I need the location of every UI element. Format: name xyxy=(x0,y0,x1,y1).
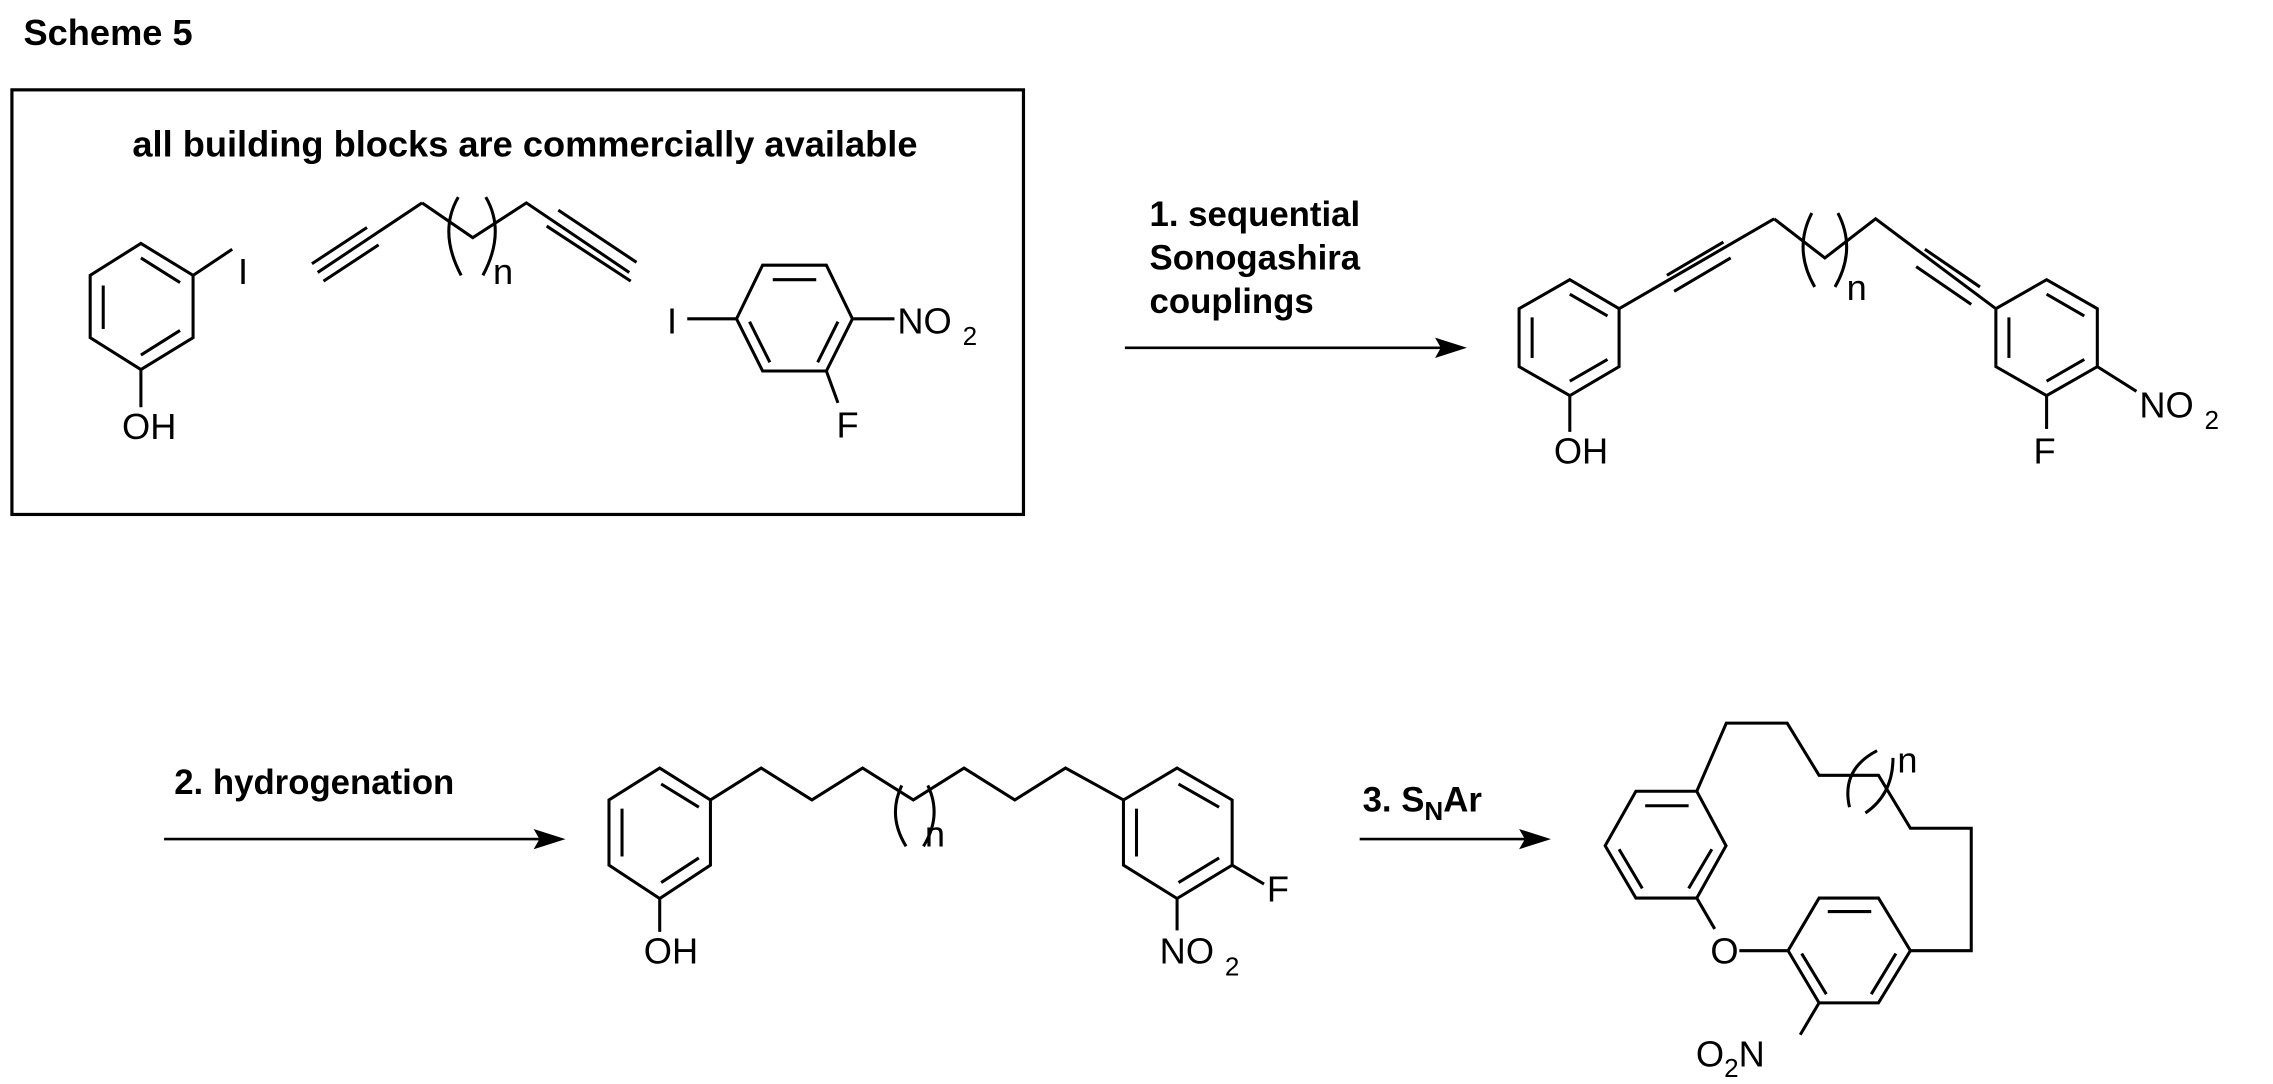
repeat-label: n xyxy=(1897,739,1917,780)
product-hydrogenated: OH n F NO 2 xyxy=(607,766,1289,981)
aromatic-double-bond xyxy=(1800,952,1828,995)
upper-benzene-ring xyxy=(1603,789,1728,900)
benzene-ring xyxy=(88,241,195,372)
arrow-head-icon xyxy=(533,828,566,850)
triple-bond-outer xyxy=(545,224,632,283)
aromatic-double-bond xyxy=(140,329,181,357)
nitro-label: NO xyxy=(2139,384,2193,425)
product-diyne-adduct: OH n NO 2 F xyxy=(1517,212,2220,472)
step-2-label: 2. hydrogenation xyxy=(174,764,454,802)
triple-bond-outer xyxy=(1673,256,1732,293)
nitro-o: O xyxy=(1696,1034,1724,1075)
aromatic-double-bond xyxy=(140,256,181,284)
iodine-label: I xyxy=(238,251,248,292)
c-f-bond xyxy=(1231,863,1265,886)
macrocycle-chain xyxy=(1695,721,1973,953)
fluorine-label: F xyxy=(1267,868,1289,909)
nitro-subscript: 2 xyxy=(1225,951,1240,981)
aromatic-double-bond xyxy=(1617,848,1644,890)
step-3-subscript: N xyxy=(1424,796,1443,826)
nitroarene-ring xyxy=(1994,277,2099,398)
arrow-head-icon xyxy=(1435,337,1467,358)
compound-diyne: n xyxy=(311,196,638,292)
triple-bond-center xyxy=(1618,217,1775,310)
aromatic-double-bond xyxy=(660,856,700,884)
alkyl-chain xyxy=(709,766,1125,802)
fluoronitroarene-ring xyxy=(1121,766,1234,901)
product-macrocycle: n O O2N xyxy=(1603,721,1973,1083)
repeat-bracket-left xyxy=(447,196,463,277)
box-caption: all building blocks are commercially ava… xyxy=(132,124,917,165)
repeat-bracket-right xyxy=(1864,757,1895,815)
nitro-n: N xyxy=(1739,1034,1765,1075)
repeat-label: n xyxy=(925,813,945,854)
alkyl-chain xyxy=(421,201,631,274)
repeat-label: n xyxy=(1847,267,1867,308)
triple-bond-center xyxy=(316,201,423,274)
aromatic-double-bond xyxy=(1569,358,1609,383)
fluorine-label: F xyxy=(2034,431,2056,472)
aromatic-double-bond xyxy=(1177,782,1220,809)
phenol-ring xyxy=(1517,277,1621,398)
aromatic-double-bond xyxy=(1687,848,1714,890)
alkyl-chain xyxy=(1773,216,1997,310)
lower-benzene-ring xyxy=(1786,896,1913,1005)
aromatic-double-bond xyxy=(660,782,700,809)
repeat-label: n xyxy=(493,251,513,292)
step-3: 3. SNAr xyxy=(1359,782,1551,850)
repeat-bracket-right xyxy=(922,784,936,848)
step-1-line-1: 1. sequential xyxy=(1150,196,1361,234)
step-3-suffix: Ar xyxy=(1443,782,1482,820)
step-1: 1. sequential Sonogashira couplings xyxy=(1124,196,1467,358)
repeat-bracket-left xyxy=(1846,749,1878,808)
triple-bond-outer xyxy=(1924,248,1981,289)
step-3-label: 3. SNAr xyxy=(1363,782,1482,827)
step-2: 2. hydrogenation xyxy=(164,764,566,850)
aromatic-double-bond xyxy=(1177,856,1220,884)
iodine-label: I xyxy=(667,300,677,341)
c-o-bond xyxy=(1695,897,1717,930)
aromatic-double-bond xyxy=(816,321,840,363)
hydroxyl-label: OH xyxy=(122,406,176,447)
triple-bond-outer xyxy=(311,226,368,266)
aromatic-double-bond xyxy=(2045,358,2086,383)
aromatic-double-bond xyxy=(1869,952,1898,995)
aromatic-double-bond xyxy=(748,321,772,363)
repeat-bracket-left xyxy=(1801,212,1817,288)
c-i-bond xyxy=(192,247,234,277)
triple-bond-outer xyxy=(1915,265,1973,306)
nitro-o-label: O2N xyxy=(1696,1034,1765,1083)
c-f-bond xyxy=(824,370,840,404)
triple-bond-outer xyxy=(322,243,380,283)
hydroxyl-label: OH xyxy=(1554,431,1608,472)
nitro-subscript: 2 xyxy=(963,321,978,351)
nitro-label: NO xyxy=(1160,931,1214,972)
compound-iodofluoronitrobenzene: I NO 2 F xyxy=(667,263,978,446)
fluorine-label: F xyxy=(837,405,859,446)
nitro-subscript: 2 xyxy=(1724,1053,1739,1083)
repeat-bracket-right xyxy=(1833,212,1849,288)
c-n-bond xyxy=(2096,365,2138,393)
aromatic-double-bond xyxy=(2045,292,2086,318)
triple-bond-outer xyxy=(557,208,638,264)
c-n-bond xyxy=(1798,1002,1821,1036)
step-1-line-2: Sonogashira xyxy=(1150,240,1361,278)
repeat-bracket-left xyxy=(893,784,908,848)
nitro-subscript: 2 xyxy=(2205,405,2220,435)
hydroxyl-label: OH xyxy=(644,931,698,972)
building-blocks-box xyxy=(10,88,1026,517)
step-1-line-3: couplings xyxy=(1150,283,1314,321)
phenol-ring xyxy=(607,766,712,901)
ether-oxygen-label: O xyxy=(1710,931,1738,972)
repeat-bracket-right xyxy=(481,196,497,277)
arrow-head-icon xyxy=(1519,828,1551,850)
scheme-title: Scheme 5 xyxy=(24,12,193,53)
triple-bond-outer xyxy=(1666,240,1725,277)
step-3-prefix: 3. S xyxy=(1363,782,1425,820)
compound-3-iodophenol: I OH xyxy=(88,241,248,447)
nitro-label: NO xyxy=(897,300,951,341)
aromatic-double-bond xyxy=(1569,292,1609,318)
